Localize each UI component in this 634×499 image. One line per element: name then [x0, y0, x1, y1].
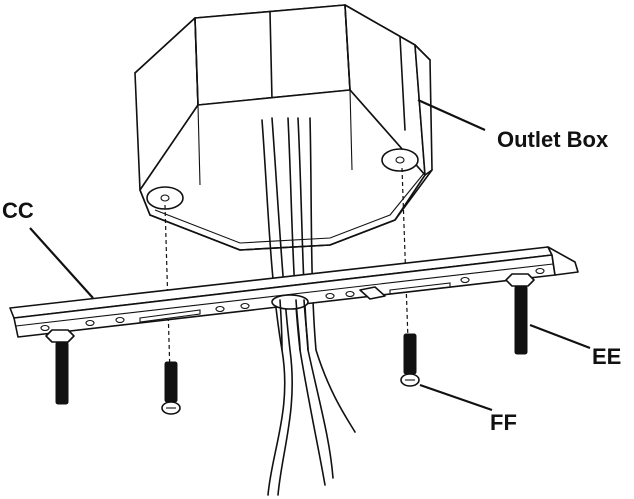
outlet-box — [134, 4, 433, 251]
left-slot — [139, 309, 201, 323]
ff-leader — [419, 383, 493, 412]
outlet-box-leader — [417, 98, 486, 132]
long-screw-right — [505, 273, 535, 355]
short-screw-left — [161, 361, 181, 415]
short-screw-right — [400, 333, 420, 387]
cc-leader — [29, 227, 94, 299]
ff-label: FF — [490, 410, 517, 435]
outlet-box-label: Outlet Box — [497, 127, 609, 152]
right-slot — [389, 282, 451, 295]
ee-label: EE — [592, 344, 621, 369]
mounting-bar — [9, 246, 579, 338]
ground-tab — [359, 286, 386, 300]
wires-through-bar — [279, 299, 309, 351]
right-mounting-ear — [381, 148, 419, 172]
cc-label: CC — [2, 198, 34, 223]
right-alignment-line — [401, 167, 409, 341]
center-wire-hole — [271, 294, 309, 310]
long-screw-left — [45, 329, 75, 405]
ee-leader — [529, 323, 591, 350]
